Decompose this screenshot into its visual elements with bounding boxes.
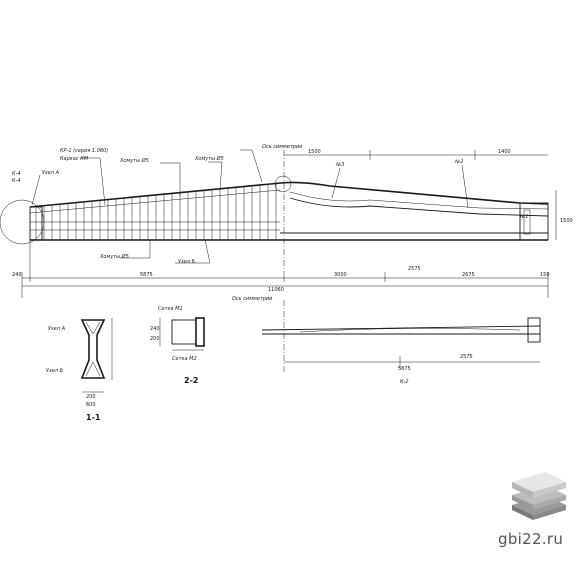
- sec1-node-b: Узел Б: [46, 368, 64, 374]
- rebar-top-line: [29, 189, 281, 214]
- label-k4-sub: К-4: [12, 178, 21, 184]
- sec2-label-2: Сетка М2: [172, 356, 197, 362]
- label-clamps-bottom: Хомуты Ø5: [99, 253, 129, 260]
- section-1-1: Узел А Узел Б 200 600 1-1: [46, 318, 113, 422]
- sec2-dim-240: 240: [150, 326, 160, 332]
- logo-icon: [512, 472, 566, 520]
- node-b-circle: [274, 175, 292, 193]
- watermark-text: gbi22.ru: [498, 530, 564, 548]
- label-n1: №1: [519, 214, 528, 220]
- dim-1500-top: 1500: [308, 149, 321, 155]
- end-plate: [523, 209, 531, 235]
- label-k4: К-4: [12, 171, 21, 177]
- section-1-1-dims: [82, 318, 113, 393]
- main-elevation: Ось симметрии Узел А К-4 К-4 КР-1 (серия…: [0, 144, 573, 298]
- side-view-end: [527, 317, 541, 343]
- prestress-strand-2: [289, 191, 549, 210]
- leader-lines-bottom: [120, 239, 211, 264]
- side-dim-5875: 5875: [398, 366, 411, 372]
- sec1-title: 1-1: [86, 413, 101, 422]
- prestress-strand: [289, 197, 549, 217]
- sec2-title: 2-2: [184, 376, 198, 385]
- side-view-strand: [299, 328, 521, 333]
- label-clamps-mid: Хомуты Ø5: [194, 155, 224, 162]
- sec1-dim-600: 600: [86, 402, 96, 408]
- dim-2575: 2575: [408, 266, 421, 272]
- node-a-circle: [0, 199, 45, 245]
- dim-5875: 5875: [140, 272, 153, 278]
- label-node-b: Узел Б: [178, 259, 196, 265]
- dim-line-top: [284, 150, 548, 160]
- section-2-2-body: [171, 319, 197, 345]
- label-node-a: Узел А: [42, 170, 60, 176]
- side-dim-2575: 2575: [460, 354, 473, 360]
- section-2-2: Сетка М1 Сетка М2 240 200 2-2: [150, 306, 205, 385]
- sec2-label-1: Сетка М1: [158, 306, 183, 312]
- side-view-chords: [261, 325, 541, 335]
- label-clamps-top: Хомуты Ø5: [119, 157, 149, 164]
- sec1-dim-200: 200: [86, 394, 96, 400]
- label-axis-symmetry: Ось симметрии: [262, 144, 303, 150]
- label-n3: №3: [335, 162, 344, 168]
- side-view: Ось симметрии 5875 2575 К-2: [232, 296, 541, 385]
- dim-2675: 2675: [462, 272, 475, 278]
- dim-extensions: [21, 240, 549, 298]
- dim-1500-side: 1500: [560, 218, 573, 224]
- label-kp-ref: КР-1 (серия 1.080): [60, 148, 108, 154]
- section-1-1-rebars: [85, 321, 101, 377]
- dim-11060: 11060: [268, 287, 284, 293]
- top-chord: [29, 181, 549, 208]
- label-n2: №2: [454, 159, 463, 165]
- side-view-dims: [284, 356, 540, 368]
- section-1-1-outline: [80, 319, 106, 379]
- side-axis-label: Ось симметрии: [232, 296, 273, 302]
- sec1-node-a: Узел А: [48, 326, 66, 332]
- section-2-2-dims: [159, 318, 204, 351]
- dim-1400: 1400: [498, 149, 511, 155]
- label-km: Каркас КМ: [60, 156, 89, 162]
- dim-3000: 3000: [334, 272, 347, 278]
- section-2-2-plate: [195, 317, 205, 347]
- dim-240: 240: [12, 272, 22, 278]
- side-note: К-2: [400, 379, 409, 385]
- end-block: [519, 202, 549, 241]
- stirrups: [35, 183, 277, 240]
- dim-150: 150: [540, 272, 550, 278]
- leader-lines: [31, 149, 469, 209]
- sec2-dim-200: 200: [150, 336, 160, 342]
